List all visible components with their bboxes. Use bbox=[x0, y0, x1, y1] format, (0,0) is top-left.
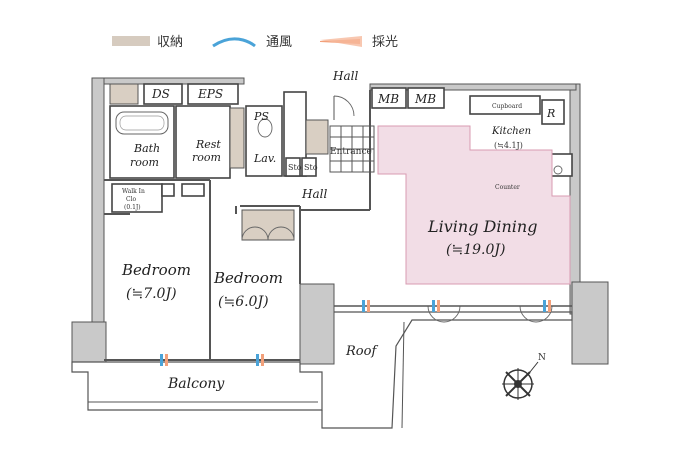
bath-room-label-1: Bath bbox=[133, 142, 160, 155]
hall-mid-label: Hall bbox=[301, 187, 327, 201]
ventilation-icon bbox=[212, 37, 256, 48]
rest-room-label-2: room bbox=[192, 151, 221, 164]
kitchen-label: Kitchen bbox=[491, 126, 531, 137]
mb-2 bbox=[407, 87, 445, 109]
wic-label-2: Clo bbox=[126, 196, 137, 203]
mb-1 bbox=[371, 87, 407, 109]
rest-room-storage bbox=[229, 107, 245, 169]
lav-label: Lav. bbox=[253, 152, 276, 165]
rest-room bbox=[175, 105, 231, 179]
daylight-ray-icon bbox=[320, 36, 362, 47]
toilet-icon bbox=[257, 118, 273, 138]
top-wall-left bbox=[103, 77, 245, 85]
hall-top-label: Hall bbox=[332, 69, 358, 83]
top-wall-right bbox=[369, 83, 577, 91]
storage-top-left bbox=[109, 83, 139, 105]
rest-room-label-1: Rest bbox=[195, 138, 221, 151]
entrance-closet bbox=[305, 119, 329, 155]
lavatory bbox=[245, 105, 283, 177]
entrance-door bbox=[333, 95, 355, 117]
bedroom1-label: Bedroom bbox=[121, 261, 191, 279]
living-dining-label: Living Dining bbox=[427, 217, 537, 236]
mb2-label: MB bbox=[414, 92, 436, 106]
roof-outline bbox=[321, 311, 573, 429]
interior-walls bbox=[104, 90, 371, 361]
bedroom1-size: (≒7.0J) bbox=[126, 286, 177, 302]
ds-room bbox=[143, 83, 183, 105]
middle-column bbox=[299, 283, 335, 365]
bath-room-label-2: room bbox=[130, 156, 159, 169]
storage-swatch bbox=[112, 36, 150, 46]
walk-in-closet bbox=[111, 183, 163, 213]
right-wall bbox=[569, 83, 581, 315]
sto-1 bbox=[285, 157, 301, 177]
left-wall bbox=[91, 77, 105, 337]
refrigerator bbox=[541, 99, 565, 125]
compass-north-label: N bbox=[538, 353, 546, 363]
vent-markers bbox=[160, 300, 551, 366]
living-dining-size: (≒19.0J) bbox=[446, 242, 505, 258]
mb1-label: MB bbox=[377, 92, 399, 106]
living-door-4 bbox=[535, 305, 553, 323]
counter-label: Counter bbox=[495, 184, 520, 191]
legend-daylight-label: 採光 bbox=[372, 35, 398, 50]
ps-label: PS bbox=[253, 110, 269, 123]
roof-label: Roof bbox=[345, 344, 378, 359]
balcony-outline bbox=[71, 361, 323, 411]
legend-ventilation-label: 通風 bbox=[266, 35, 292, 50]
left-column bbox=[71, 321, 107, 363]
bathtub-icon bbox=[115, 111, 169, 135]
ds-label: DS bbox=[151, 87, 170, 101]
cupboard-label: Cupboard bbox=[492, 103, 522, 110]
sto-2-label: Sto bbox=[304, 163, 318, 172]
outer-walls bbox=[71, 77, 609, 365]
bedroom2-label: Bedroom bbox=[213, 269, 283, 287]
refrigerator-label: R bbox=[546, 107, 555, 120]
living-dining-area bbox=[377, 125, 571, 285]
balcony-label: Balcony bbox=[167, 376, 225, 392]
living-door-3 bbox=[519, 305, 537, 323]
living-door-2 bbox=[443, 305, 461, 323]
eps-room bbox=[187, 83, 239, 105]
compass-icon: N bbox=[502, 353, 546, 400]
bedroom2-size: (≒6.0J) bbox=[218, 294, 269, 310]
entrance-label: Entrance bbox=[330, 147, 372, 157]
living-door-1 bbox=[427, 305, 445, 323]
legend: 収納 通風 採光 bbox=[112, 35, 398, 50]
wic-size: (0.1J) bbox=[124, 204, 141, 211]
eps-label: EPS bbox=[197, 87, 223, 101]
right-column bbox=[571, 281, 609, 365]
kitchen-cupboard bbox=[469, 95, 541, 115]
bedroom2-closet bbox=[241, 209, 295, 241]
stove-burner-icon bbox=[553, 165, 563, 175]
kitchen-size: (≒4.1J) bbox=[494, 141, 523, 150]
sto-2 bbox=[301, 157, 317, 177]
sto-1-label: Sto bbox=[288, 163, 302, 172]
legend-storage-label: 収納 bbox=[157, 35, 183, 50]
wic-label-1: Walk In bbox=[122, 188, 145, 195]
entrance-floor bbox=[329, 125, 375, 173]
